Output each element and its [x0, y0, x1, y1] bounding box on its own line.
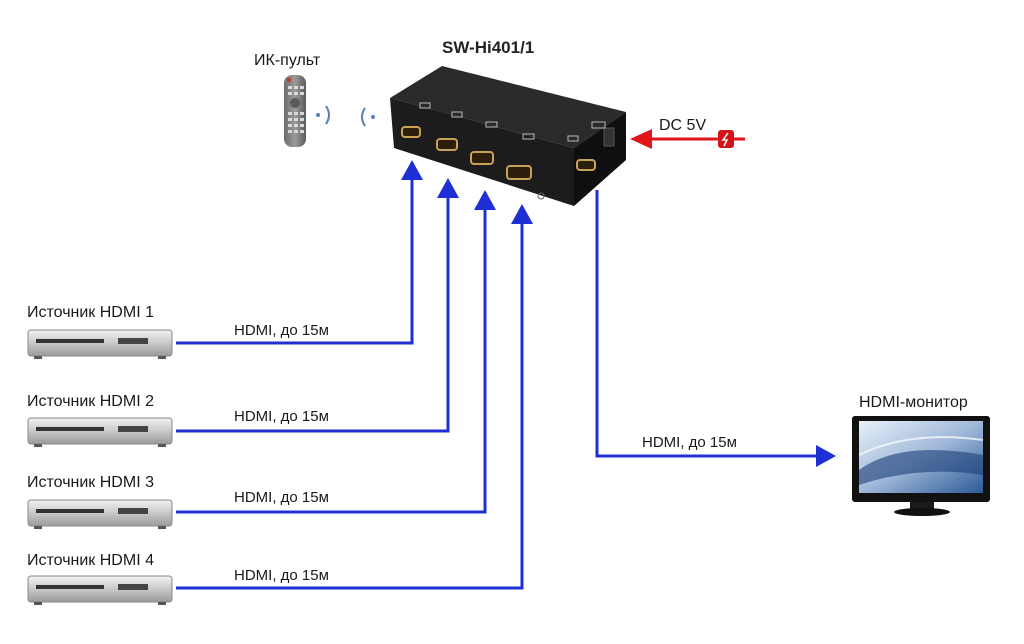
switch-device [390, 66, 626, 206]
hdmi-port-3 [470, 151, 494, 165]
hdmi-port-4 [506, 165, 532, 180]
ir-remote [284, 75, 306, 147]
device-model-title: SW-Hi401/1 [442, 38, 535, 57]
dvd-players [27, 329, 173, 605]
ir-signal-icon [316, 105, 375, 127]
arrow-up-4 [511, 204, 533, 224]
remote-icon [284, 75, 306, 147]
power-cable [630, 129, 745, 149]
dvd-player-3 [27, 499, 173, 529]
arrow-up-3 [474, 190, 496, 210]
arrowheads [401, 160, 836, 467]
remote-label: ИК-пульт [254, 52, 321, 69]
cable-label-3: HDMI, до 15м [234, 489, 329, 506]
cable-source-1 [176, 178, 414, 345]
cable-source-3 [176, 208, 487, 514]
cable-monitor [595, 190, 818, 458]
cable-source-4 [176, 222, 524, 590]
arrow-up-2 [437, 178, 459, 198]
hdmi-port-2 [436, 138, 458, 151]
dvd-player-4 [27, 575, 173, 605]
power-label: DC 5V [659, 117, 707, 134]
cable-label-1: HDMI, до 15м [234, 322, 329, 339]
source-label-4: Источник HDMI 4 [27, 552, 154, 569]
monitor-stand [894, 508, 950, 516]
cable-source-2 [176, 196, 450, 433]
hdmi-port-out [576, 159, 596, 171]
switch-top [390, 66, 626, 148]
monitor-label: HDMI-монитор [859, 394, 968, 411]
source-label-1: Источник HDMI 1 [27, 304, 154, 321]
source-cables [176, 178, 818, 590]
hdmi-port-1 [401, 126, 421, 138]
source-label-2: Источник HDMI 2 [27, 393, 154, 410]
arrow-up-1 [401, 160, 423, 180]
source-label-3: Источник HDMI 3 [27, 474, 154, 491]
cable-label-4: HDMI, до 15м [234, 567, 329, 584]
monitor [852, 416, 990, 516]
power-plug-icon [718, 130, 734, 148]
dvd-player-1 [27, 329, 173, 359]
cable-label-monitor: HDMI, до 15м [642, 434, 737, 451]
dvd-player-2 [27, 417, 173, 447]
cable-label-2: HDMI, до 15м [234, 408, 329, 425]
arrow-right-monitor [816, 445, 836, 467]
